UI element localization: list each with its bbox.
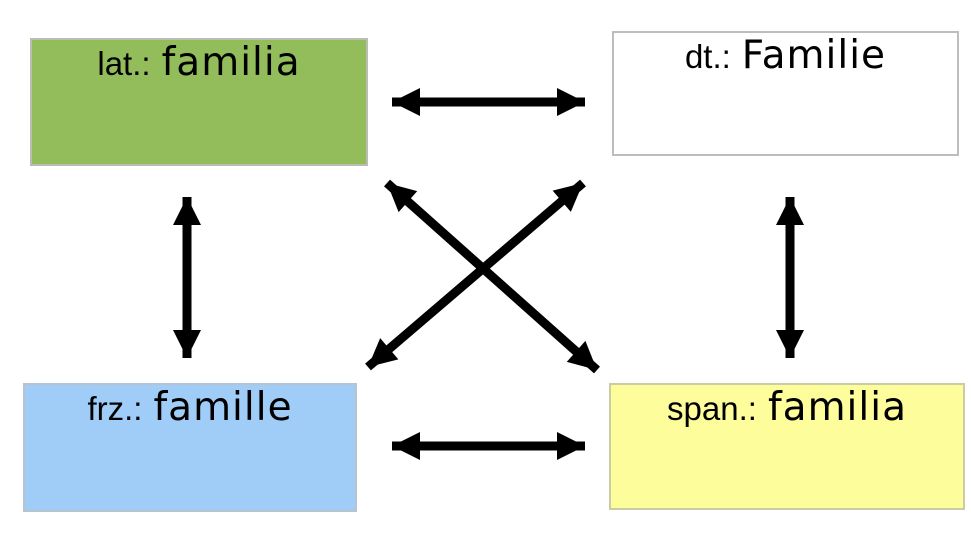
node-span-familia: span.: familia [609,383,965,510]
arrow-frz-dt [365,179,586,371]
node-span-word: familia [767,385,907,430]
node-frz-prefix: frz.: [87,390,143,427]
node-lat-prefix: lat.: [97,45,151,82]
node-dt-familie: dt.: Familie [612,31,959,156]
node-lat-familia: lat.: familia [30,38,368,166]
node-frz-famille: frz.: famille [23,383,357,512]
node-frz-word: famille [153,385,293,430]
node-lat-word: familia [161,40,301,85]
node-dt-word: Familie [741,33,887,78]
node-span-prefix: span.: [667,390,757,427]
arrow-lat-span [384,179,600,374]
node-dt-prefix: dt.: [684,38,731,75]
